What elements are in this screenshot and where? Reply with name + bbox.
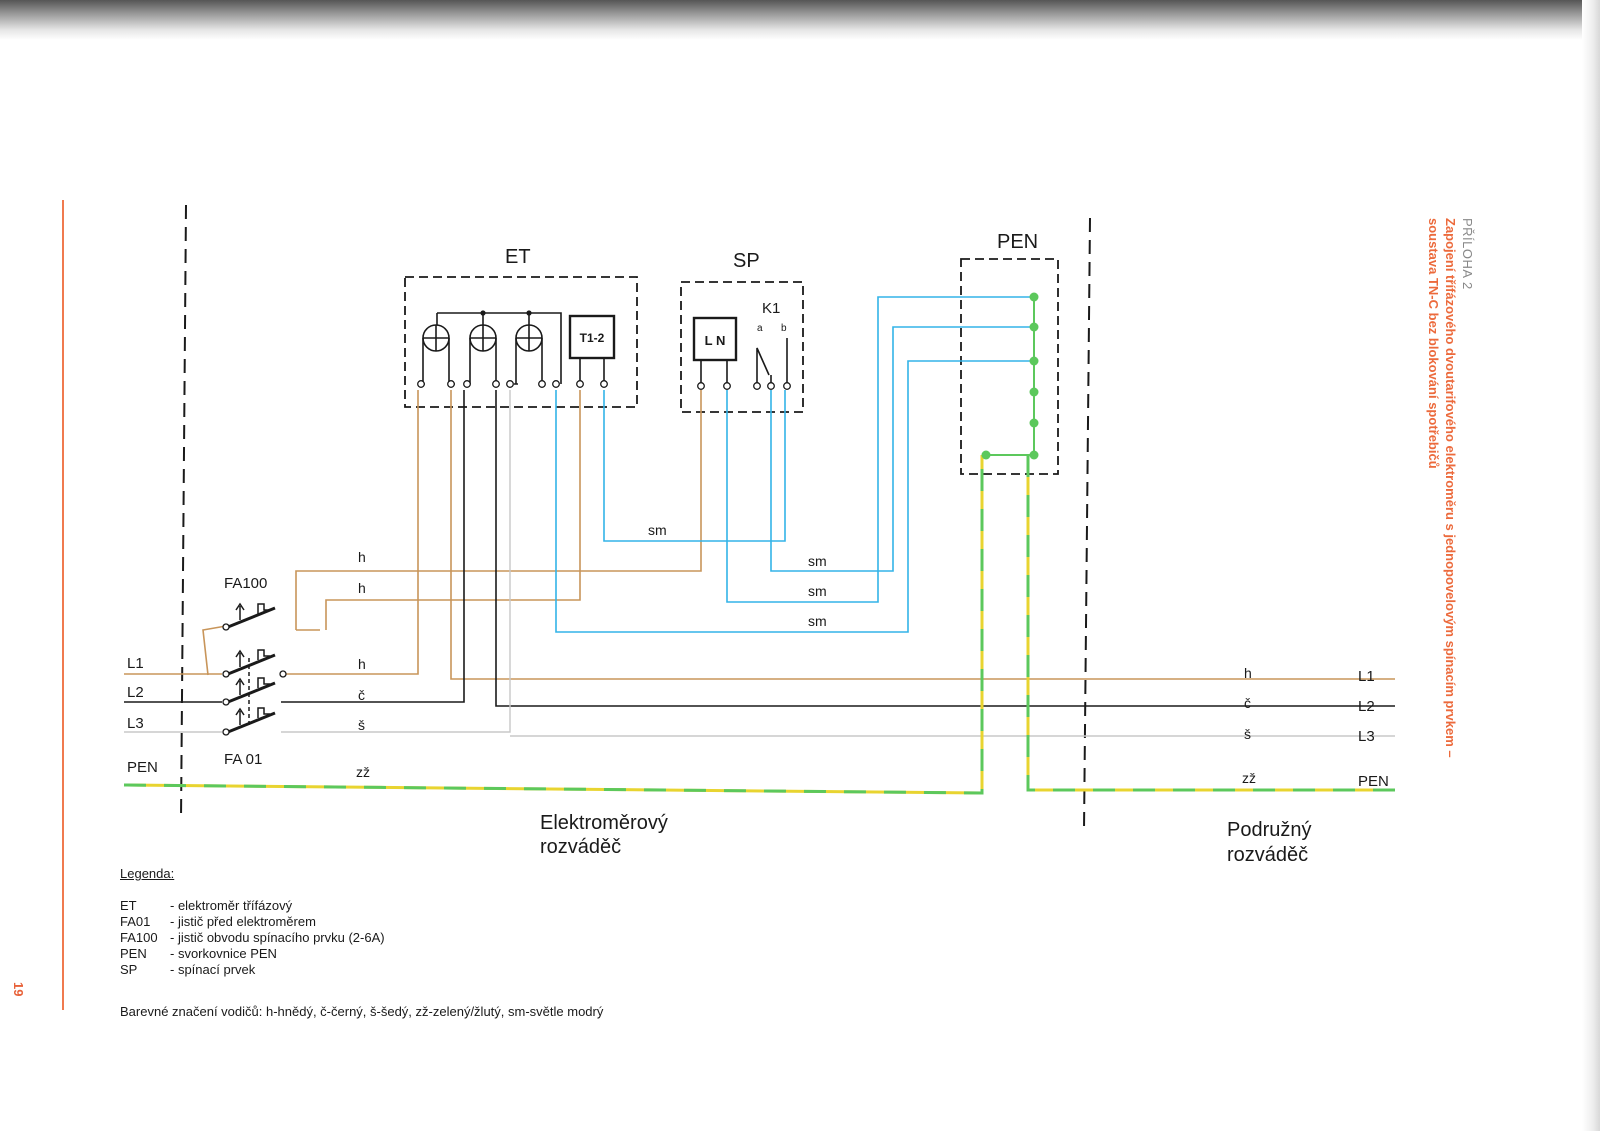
legend-code: FA100 [120,930,158,945]
et-junction-dot-1 [480,310,486,316]
legend-title: Legenda: [120,866,175,881]
scan-shadow-right [1582,0,1600,1131]
pen-terminal-dots [981,292,1039,460]
wire-code-s-right: š [1244,726,1251,742]
legend-item: PEN - svorkovnice PEN [120,946,385,962]
boundary-left [180,204,187,821]
wire-code-h-right: h [1244,665,1252,681]
k1-label: K1 [762,300,780,317]
sp-box [680,281,804,413]
legend: Legenda: ET - elektroměr třífázový FA01 … [120,866,385,978]
right-phase-l3: L3 [1358,728,1375,745]
wire-code-sm-1: sm [648,522,667,538]
pen-box-label: PEN [997,231,1038,253]
legend-desc: - jistič před elektroměrem [170,914,316,929]
section-sub-line1: Podružný [1227,819,1312,841]
right-phase-l2: L2 [1358,698,1375,715]
k1-a-label: a [757,323,763,334]
breaker-fa100-mech [235,602,270,620]
legend-desc: - spínací prvek [170,962,256,977]
left-phase-l2: L2 [127,684,144,701]
legend-code: PEN [120,946,147,961]
sp-ln-box [692,316,738,362]
section-meter-line1: Elektroměrový [540,812,668,834]
et-timer-label: T1-2 [580,331,605,345]
wire-code-h-2: h [358,580,366,596]
scan-shadow-top [0,0,1600,40]
legend-item: FA100 - jistič obvodu spínacího prvku (2… [120,930,385,946]
left-phase-l3: L3 [127,715,144,732]
left-phase-l1: L1 [127,655,144,672]
wire-code-sm-3: sm [808,583,827,599]
black-wires [124,390,1395,707]
light-blue-wires [555,296,1034,633]
pen-bus [986,297,1035,456]
pen-box [960,258,1059,475]
fa100-label: FA100 [224,575,267,592]
right-phase-pen: PEN [1358,773,1389,790]
wire-code-h-1: h [358,549,366,565]
section-sub-line2: rozváděč [1227,844,1308,866]
legend-item: SP - spínací prvek [120,962,385,978]
breaker-terminals [222,623,287,736]
legend-desc: - elektroměr třífázový [170,898,293,913]
breaker-fa01 [227,653,276,734]
wire-code-h-3: h [358,656,366,672]
pe-wires [123,455,1395,795]
left-phase-pen: PEN [127,759,158,776]
wire-color-note: Barevné značení vodičů: h-hnědý, č-černý… [120,1004,604,1019]
legend-desc: - svorkovnice PEN [170,946,277,961]
legend-code: FA01 [120,914,151,929]
legend-desc: - jistič obvodu spínacího prvku (2-6A) [170,930,385,945]
grey-wires [124,390,1395,737]
wire-code-zz-right: zž [1242,770,1256,786]
et-label: ET [505,246,531,268]
k1-b-label: b [781,323,787,334]
et-timer-box [568,314,616,360]
terminals [417,380,791,390]
right-phase-l1: L1 [1358,668,1375,685]
wire-code-s-1: š [358,717,365,733]
sp-ln-label: L N [705,333,726,348]
wire-code-sm-2: sm [808,553,827,569]
wire-code-c-right: č [1244,695,1251,711]
legend-code: ET [120,898,137,913]
legend-code: SP [120,962,138,977]
section-meter-line2: rozváděč [540,836,621,858]
legend-item: FA01 - jistič před elektroměrem [120,914,385,930]
page-margin-line [62,200,64,1010]
fa01-label: FA 01 [224,751,262,768]
et-junction-dot-2 [526,310,532,316]
wire-code-c-1: č [358,687,365,703]
breaker-fa01-mech [235,649,270,725]
brown-wires [124,390,1395,680]
legend-item: ET - elektroměr třífázový [120,898,385,914]
boundary-middle [1083,217,1091,831]
breaker-fa100 [227,606,276,629]
sp-label: SP [733,250,760,272]
k1-relay-contact [756,338,788,386]
et-box [404,276,638,408]
wire-code-zz-1: zž [356,764,370,780]
wire-code-sm-4: sm [808,613,827,629]
et-meter-internals [421,312,562,385]
